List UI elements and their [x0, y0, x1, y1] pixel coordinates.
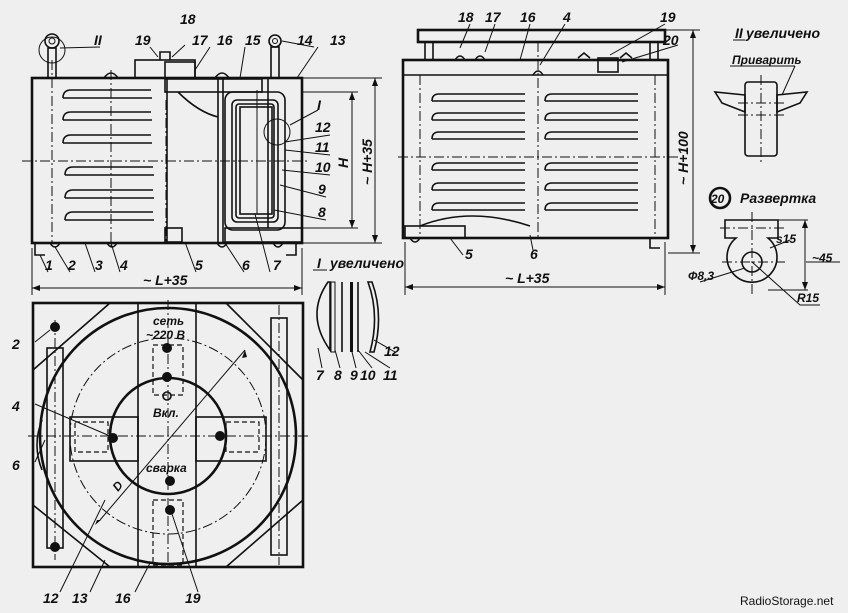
mains-label: сеть — [153, 314, 184, 328]
detail-ii: II увеличено Приварить — [713, 25, 821, 165]
detail-20: 20 Развертка s15 ~45 Ф8,3 R15 — [688, 186, 840, 306]
callout-3: 3 — [95, 257, 103, 273]
detail-i-callout-10: 10 — [360, 367, 376, 383]
top-insulation — [164, 78, 263, 93]
width-label: ~45 — [812, 251, 833, 265]
side-callout-17: 17 — [485, 9, 502, 25]
weld-note: Приварить — [732, 53, 802, 67]
callout-10: 10 — [315, 159, 331, 175]
detail-i: I увеличено 7 8 9 10 11 12 — [313, 255, 405, 383]
callout-5: 5 — [195, 257, 203, 273]
detail-i-circle — [263, 118, 291, 146]
plan-view: 2 4 6 12 13 16 19 сеть ~220 В Вкл. сварк… — [11, 300, 308, 606]
hole-label: Ф8,3 — [688, 269, 714, 283]
detail-i-callouts: 7 8 9 10 11 12 — [316, 343, 400, 383]
detail-i-num: I — [317, 255, 322, 271]
plan-callout-13: 13 — [72, 590, 88, 606]
side-view: 18 17 16 4 19 20 5 6 ~ H+100 ~ L+35 — [398, 9, 700, 295]
side-louvers — [431, 93, 638, 211]
plan-callout-6: 6 — [12, 457, 20, 473]
callout-ii: II — [94, 32, 103, 48]
detail-i-callout-11: 11 — [383, 367, 398, 383]
side-callout-4: 4 — [562, 9, 571, 25]
dim-h100: ~ H+100 — [675, 131, 691, 185]
plan-callout-16: 16 — [115, 590, 131, 606]
plan-callout-2: 2 — [11, 336, 20, 352]
callout-11: 11 — [315, 139, 330, 155]
diameter-label: D — [110, 478, 127, 494]
callout-15: 15 — [245, 32, 261, 48]
callout-8: 8 — [318, 204, 326, 220]
side-callout-5: 5 — [465, 246, 473, 262]
callout-16: 16 — [217, 32, 233, 48]
callout-18: 18 — [180, 11, 196, 27]
thickness-label: s15 — [776, 232, 796, 246]
detail-i-callout-7: 7 — [316, 367, 325, 383]
busbar-strip — [137, 302, 197, 568]
detail-i-callout-9: 9 — [350, 367, 358, 383]
callout-4: 4 — [119, 257, 128, 273]
coil-outer — [224, 91, 286, 231]
callout-i: I — [317, 97, 322, 113]
side-callout-19: 19 — [660, 9, 676, 25]
side-callout-16: 16 — [520, 9, 536, 25]
callout-14: 14 — [297, 32, 313, 48]
callout-9: 9 — [318, 181, 326, 197]
callout-2: 2 — [67, 257, 76, 273]
callout-17: 17 — [192, 32, 209, 48]
eyebolt-left — [38, 33, 66, 79]
weld-label: сварка — [146, 461, 187, 475]
detail-20-title: Развертка — [740, 190, 816, 206]
plan-callout-19: 19 — [185, 590, 201, 606]
dim-h: H — [335, 157, 351, 168]
detail-i-callout-12: 12 — [384, 343, 400, 359]
louvers — [62, 89, 154, 221]
callout-13: 13 — [330, 32, 346, 48]
dim-h35: ~ H+35 — [359, 139, 375, 185]
side-dim-l35: ~ L+35 — [505, 270, 550, 286]
plan-callout-12: 12 — [43, 590, 59, 606]
core — [239, 106, 273, 215]
callout-6: 6 — [242, 257, 250, 273]
dim-l35: ~ L+35 — [143, 272, 188, 288]
front-view: 18 19 17 16 15 14 13 II I 12 11 10 9 8 7… — [22, 11, 382, 295]
callout-19: 19 — [135, 32, 151, 48]
callout-7: 7 — [273, 257, 282, 273]
on-label: Вкл. — [153, 406, 179, 420]
top-plate — [416, 28, 667, 44]
voltage-label: ~220 В — [146, 328, 185, 342]
eyebolt-right — [268, 34, 282, 79]
detail-i-title: увеличено — [329, 255, 405, 271]
watermark: RadioStorage.net — [740, 594, 834, 608]
callout-12: 12 — [315, 119, 331, 135]
plan-callout-4: 4 — [11, 398, 20, 414]
side-callout-6: 6 — [530, 246, 538, 262]
detail-ii-title: увеличено — [745, 25, 821, 41]
detail-ii-num: II — [735, 25, 744, 41]
side-callout-18: 18 — [458, 9, 474, 25]
side-callout-20: 20 — [662, 32, 679, 48]
detail-i-callout-8: 8 — [334, 367, 342, 383]
radius-label: R15 — [797, 291, 819, 305]
detail-20-num: 20 — [710, 192, 725, 206]
callout-1: 1 — [45, 257, 53, 273]
